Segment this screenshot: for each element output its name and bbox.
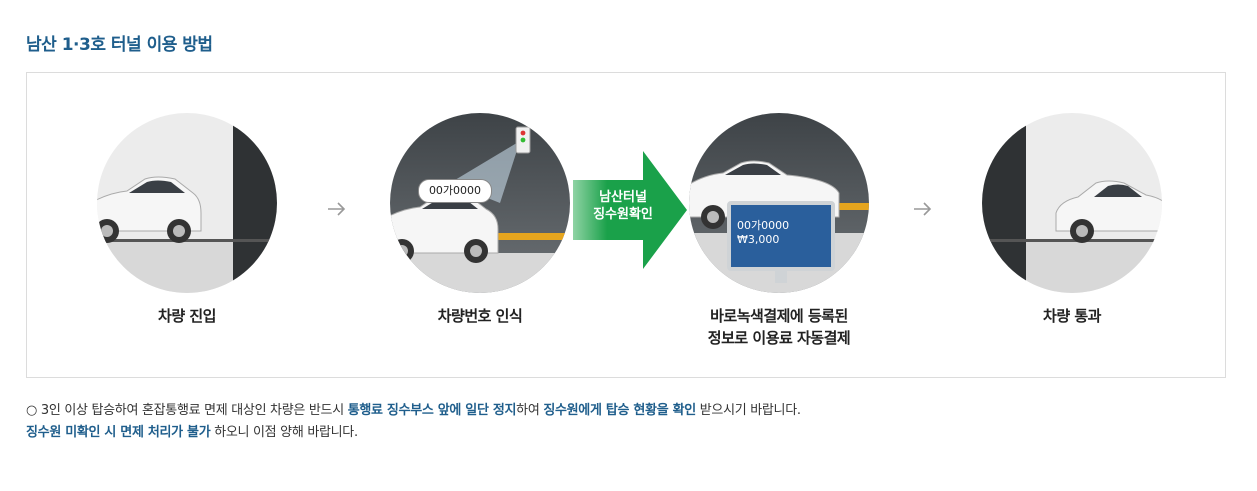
check-arrow-line1: 남산터널	[599, 190, 647, 205]
auto-payment-illustration: 00가0000 ₩3,000	[689, 113, 869, 293]
payment-monitor: 00가0000 ₩3,000	[727, 201, 835, 271]
arrow-right-icon	[328, 202, 346, 216]
car-entering-tunnel-illustration	[97, 113, 277, 293]
step-label-recognition: 차량번호 인식	[437, 307, 523, 325]
step-label-entry: 차량 진입	[158, 307, 216, 325]
plate-bubble: 00가0000	[418, 179, 492, 203]
usage-steps-panel: 차량 진입 00가0000 차량번호 인식	[26, 72, 1226, 378]
monitor-stand	[775, 271, 787, 283]
plate-recognition-illustration: 00가0000	[390, 113, 570, 293]
notice-line-2: 징수원 미확인 시 면제 처리가 불가 하오니 이점 양해 바랍니다.	[26, 425, 358, 440]
monitor-amount: ₩3,000	[737, 233, 780, 246]
step-label-exit: 차량 통과	[1043, 307, 1101, 325]
page-title: 남산 1·3호 터널 이용 방법	[26, 35, 213, 55]
notice-text: ○ 3인 이상 탑승하여 혼잡통행료 면제 대상인 차량은 반드시 통행료 징수…	[26, 400, 801, 444]
car-exiting-tunnel-illustration	[982, 113, 1162, 293]
notice-line-1: ○ 3인 이상 탑승하여 혼잡통행료 면제 대상인 차량은 반드시 통행료 징수…	[26, 403, 801, 418]
step-label-payment: 바로녹색결제에 등록된 정보로 이용료 자동결제	[707, 307, 851, 347]
check-arrow-line2: 징수원확인	[593, 207, 653, 222]
monitor-plate: 00가0000	[737, 219, 790, 232]
toll-check-arrow: 남산터널 징수원확인	[573, 151, 687, 269]
arrow-right-icon	[914, 202, 932, 216]
